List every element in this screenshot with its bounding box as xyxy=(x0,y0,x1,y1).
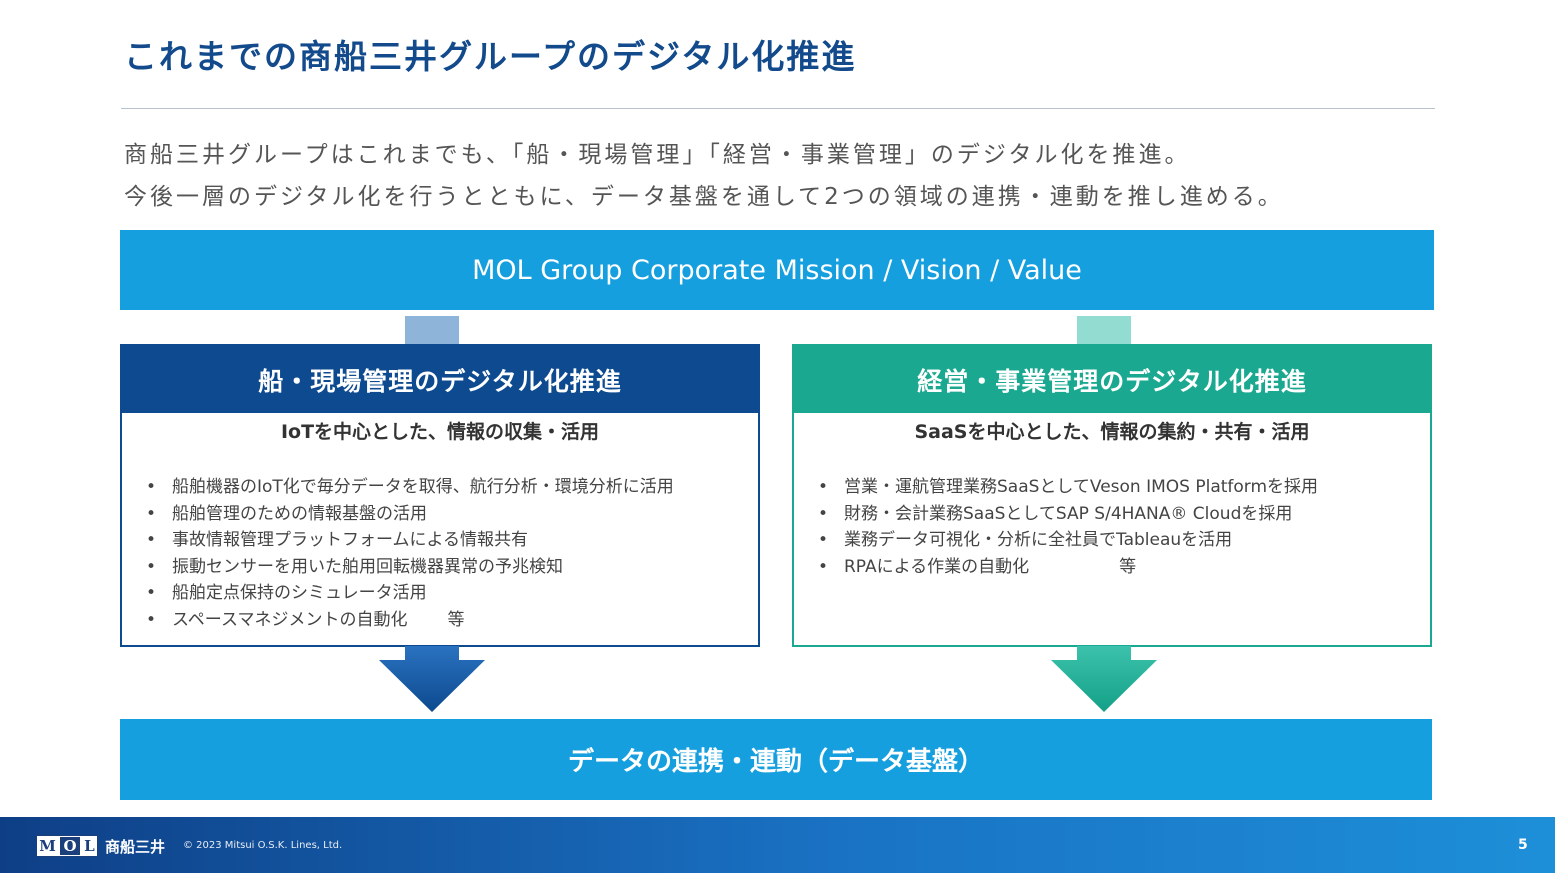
left-down-arrow-icon xyxy=(379,646,485,712)
ship-site-management-panel: 船・現場管理のデジタル化推進 IoTを中心とした、情報の収集・活用 •船舶機器の… xyxy=(120,344,760,647)
list-item: •振動センサーを用いた舶用回転機器異常の予兆検知 xyxy=(146,556,563,577)
footer-bar xyxy=(0,817,1555,873)
mol-logo: M O L xyxy=(36,835,98,857)
title-divider xyxy=(121,108,1435,109)
list-item: •船舶機器のIoT化で毎分データを取得、航行分析・環境分析に活用 xyxy=(146,477,674,497)
list-item: •スペースマネジメントの自動化等 xyxy=(146,609,465,630)
ship-site-management-list: •船舶機器のIoT化で毎分データを取得、航行分析・環境分析に活用 •船舶管理のた… xyxy=(122,474,758,634)
business-management-list: •営業・運航管理業務SaaSとしてVeson IMOS Platformを採用 … xyxy=(794,474,1430,580)
list-item: •船舶定点保持のシミュレータ活用 xyxy=(146,583,427,604)
list-item: •船舶管理のための情報基盤の活用 xyxy=(146,503,427,524)
list-item: •RPAによる作業の自動化等 xyxy=(818,556,1137,577)
list-item: •事故情報管理プラットフォームによる情報共有 xyxy=(146,530,528,551)
company-name: 商船三井 xyxy=(105,838,166,856)
left-connector xyxy=(405,316,459,344)
list-item: •財務・会計業務SaaSとしてSAP S/4HANA® Cloudを採用 xyxy=(818,503,1293,524)
list-item: •営業・運航管理業務SaaSとしてVeson IMOS Platformを採用 xyxy=(818,477,1319,497)
mission-vision-value-label: MOL Group Corporate Mission / Vision / V… xyxy=(472,254,1082,286)
data-platform-label: データの連携・連動（データ基盤） xyxy=(567,747,984,777)
ship-site-management-title: 船・現場管理のデジタル化推進 xyxy=(122,346,758,413)
copyright: © 2023 Mitsui O.S.K. Lines, Ltd. xyxy=(183,840,343,851)
page-title: これまでの商船三井グループのデジタル化推進 xyxy=(124,37,857,76)
business-management-panel: 経営・事業管理のデジタル化推進 SaaSを中心とした、情報の集約・共有・活用 •… xyxy=(792,344,1432,647)
ship-site-management-title-text: 船・現場管理のデジタル化推進 xyxy=(258,366,622,396)
business-management-subtitle: SaaSを中心とした、情報の集約・共有・活用 xyxy=(914,421,1310,443)
list-item: •業務データ可視化・分析に全社員でTableauを活用 xyxy=(818,530,1233,551)
etc-label: 等 xyxy=(447,609,465,630)
data-platform-band: データの連携・連動（データ基盤） xyxy=(120,719,1432,800)
right-down-arrow-icon xyxy=(1051,646,1157,712)
etc-label: 等 xyxy=(1119,556,1137,577)
intro-line-1: 商船三井グループはこれまでも、「船・現場管理」「経営・事業管理」のデジタル化を推… xyxy=(124,142,1191,168)
page-number: 5 xyxy=(1518,837,1528,853)
mission-vision-value-band: MOL Group Corporate Mission / Vision / V… xyxy=(120,230,1434,310)
right-connector xyxy=(1077,316,1131,344)
intro-line-2: 今後一層のデジタル化を行うとともに、データ基盤を通して2つの領域の連携・連動を推… xyxy=(124,184,1284,210)
ship-site-management-subtitle: IoTを中心とした、情報の収集・活用 xyxy=(280,421,600,443)
business-management-title: 経営・事業管理のデジタル化推進 xyxy=(794,346,1430,413)
business-management-title-text: 経営・事業管理のデジタル化推進 xyxy=(917,366,1307,396)
